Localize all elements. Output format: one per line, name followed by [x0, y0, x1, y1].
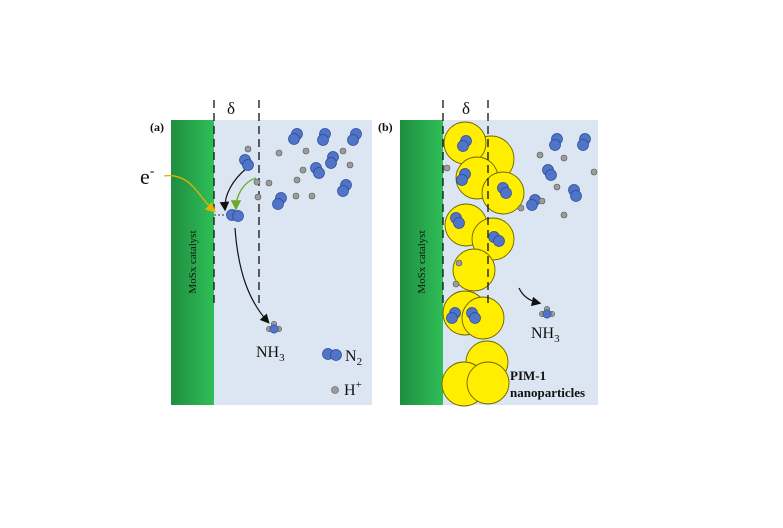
- n2-transport-arrow: [219, 167, 248, 212]
- proton-icon: [308, 192, 316, 200]
- proton-icon: [244, 145, 252, 153]
- n2-molecule-icon: [322, 348, 342, 361]
- proton-icon: [346, 161, 354, 169]
- panel-b-delta-symbol: δ: [462, 99, 470, 118]
- panel-a-catalyst-layer: [171, 120, 214, 405]
- proton-icon: [517, 204, 525, 212]
- proton-icon: [254, 193, 262, 201]
- proton-icon: [331, 386, 339, 394]
- n2-molecule-icon: [450, 212, 465, 229]
- ammonia-molecule-icon: [538, 305, 556, 319]
- proton-icon: [560, 154, 568, 162]
- proton-icon: [452, 280, 460, 288]
- n2-molecule-icon: [542, 164, 557, 181]
- proton-icon: [536, 151, 544, 159]
- n2-molecule-icon: [337, 179, 352, 197]
- n2-molecule-icon: [446, 307, 461, 324]
- panel-b-catalyst-label: MoSx catalyst: [416, 230, 428, 293]
- nh3-formation-arrow: [234, 227, 270, 324]
- n2-molecules-bulk-b: [526, 133, 591, 211]
- panel-b-nh3-formation-arrow: [518, 287, 542, 307]
- protons-bulk-a: [244, 145, 354, 201]
- proton-icon: [293, 176, 301, 184]
- proton-icon: [292, 192, 300, 200]
- panel-b-catalyst-layer: [400, 120, 443, 405]
- pim-nanoparticle: [461, 296, 505, 340]
- proton-icon: [253, 178, 261, 186]
- legend-n2: N2: [322, 348, 362, 368]
- panel-a-delta-symbol: δ: [227, 99, 235, 118]
- proton-icon: [275, 149, 283, 157]
- proton-icon: [299, 166, 307, 174]
- n2-molecule-icon: [526, 194, 541, 211]
- electron-label: e-: [140, 164, 155, 189]
- proton-icon: [560, 211, 568, 219]
- n2-molecule-icon: [456, 168, 471, 186]
- n2-molecule-icon: [577, 133, 591, 151]
- proton-transport-arrow: [230, 177, 257, 211]
- pim-nanoparticle: [466, 361, 510, 405]
- n2-molecule-icon: [239, 154, 254, 171]
- pim-nanoparticle: [452, 248, 496, 292]
- pim-label-line1: PIM-1: [510, 368, 546, 383]
- n2-molecule-icon: [457, 135, 472, 152]
- panel-b-nh3-label: NH3: [531, 325, 560, 345]
- n2-molecule-icon: [497, 182, 512, 199]
- n2-molecule-icon: [272, 192, 287, 210]
- proton-icon: [538, 197, 546, 205]
- n2-molecule-icon: [325, 151, 339, 169]
- pim-label-line2: nanoparticles: [510, 385, 585, 400]
- legend-proton-label: H+: [344, 379, 362, 399]
- panel-a-catalyst-label: MoSx catalyst: [187, 230, 199, 293]
- panel-a-label: (a): [150, 120, 164, 134]
- panel-b-label: (b): [378, 120, 393, 134]
- n2-molecule-icon: [288, 128, 303, 145]
- proton-icon: [553, 183, 561, 191]
- n2-molecule-icon: [466, 307, 481, 324]
- n2-molecule-icon: [347, 128, 362, 146]
- proton-icon: [455, 259, 463, 267]
- electron-path-icon: [163, 175, 216, 213]
- legend-proton: H+: [331, 379, 362, 399]
- panel-a-nh3-label: NH3: [256, 344, 285, 364]
- n2-molecule-icon: [310, 162, 325, 179]
- protons-in-pim: [443, 164, 463, 288]
- ammonia-molecule-icon: [265, 320, 283, 334]
- n2-molecules-in-pim: [446, 135, 512, 324]
- n2-molecule-icon: [549, 133, 563, 151]
- proton-icon: [302, 147, 310, 155]
- legend-n2-label: N2: [345, 348, 362, 368]
- panel-a: MoSx catalyst δ (a) e-: [140, 99, 372, 405]
- adsorbed-n2-molecule-icon: [226, 209, 244, 222]
- proton-icon: [339, 147, 347, 155]
- panel-b: MoSx catalyst (b) δ: [378, 99, 598, 407]
- n2-molecule-icon: [317, 128, 331, 146]
- n2-molecules-bulk-a: [239, 128, 362, 210]
- n2-molecule-icon: [488, 231, 505, 247]
- n2-molecule-icon: [568, 184, 582, 202]
- proton-icon: [443, 164, 451, 172]
- protons-bulk-b: [517, 151, 598, 219]
- proton-icon: [590, 168, 598, 176]
- proton-icon: [265, 179, 273, 187]
